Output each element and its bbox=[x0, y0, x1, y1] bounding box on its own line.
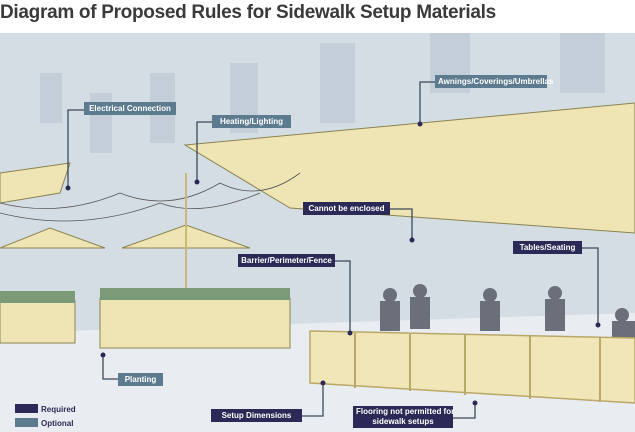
plants bbox=[0, 288, 290, 303]
diners bbox=[380, 284, 635, 351]
barrier-fence bbox=[309, 330, 635, 404]
leader-lines bbox=[67, 81, 599, 419]
label-setup-dimensions: Setup Dimensions bbox=[211, 409, 302, 422]
planter-right bbox=[99, 297, 291, 349]
label-planting: Planting bbox=[118, 373, 163, 386]
label-electrical-connection: Electrical Connection bbox=[84, 102, 176, 115]
legend-required-swatch bbox=[15, 404, 38, 413]
umbrella-1 bbox=[0, 227, 106, 249]
flooring-line-1: Flooring not permitted for bbox=[356, 407, 455, 416]
label-tables-seating: Tables/Seating bbox=[513, 241, 582, 254]
label-flooring: Flooring not permitted for sidewalk setu… bbox=[353, 406, 455, 428]
page-title: Diagram of Proposed Rules for Sidewalk S… bbox=[0, 2, 496, 23]
fence-posts bbox=[354, 333, 601, 402]
string-lights bbox=[0, 172, 301, 209]
awning bbox=[183, 102, 635, 234]
sidewalk-illustration bbox=[0, 33, 635, 432]
legend-optional-swatch bbox=[15, 418, 38, 427]
awning-left bbox=[0, 162, 71, 204]
label-awnings: Awnings/Coverings/Umbrellas bbox=[435, 75, 553, 88]
label-cannot-be-enclosed: Cannot be enclosed bbox=[303, 202, 390, 215]
flooring-line-2: sidewalk setups bbox=[372, 417, 434, 426]
leader-dots bbox=[65, 121, 601, 406]
planter-left bbox=[0, 300, 76, 344]
label-heating-lighting: Heating/Lighting bbox=[212, 115, 291, 128]
legend-required-label: Required bbox=[41, 405, 76, 414]
legend-optional-label: Optional bbox=[41, 419, 74, 428]
label-barrier-perimeter-fence: Barrier/Perimeter/Fence bbox=[238, 254, 335, 267]
